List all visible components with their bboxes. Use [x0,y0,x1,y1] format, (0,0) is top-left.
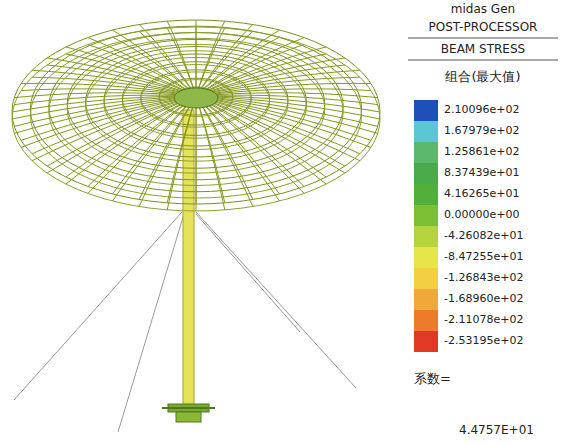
canopy-rib [47,100,187,173]
legend-value: -2.11078e+02 [444,314,523,326]
canopy-rib [205,100,345,173]
canopy-rib [196,20,197,91]
canopy-rib [112,30,191,91]
canopy-rib [207,89,371,95]
header-text: POST-PROCESSOR [429,21,538,34]
legend-swatch [414,289,438,310]
legend-swatch [414,205,438,226]
canopy-rib [201,101,280,201]
legend-value: 0.00000e+00 [444,209,519,221]
canopy-rib [14,95,185,104]
canopy-rib [198,102,225,210]
canopy-rib [32,99,186,161]
canopy-rib [199,102,252,207]
canopy-frame [12,20,380,211]
canopy-rib [12,96,185,119]
canopy-rib [47,58,187,93]
canopy-rib [196,102,197,211]
factor-text: 系数= [414,372,451,386]
legend-swatch [414,226,438,247]
canopy-rib [205,58,345,93]
header-rules [408,38,558,60]
canopy-rib [167,102,194,210]
legend-swatch [414,331,438,352]
legend-value: -2.53195e+02 [444,335,523,347]
factor-text: 4.4757E+01 [459,424,534,437]
canopy-rib [21,98,185,147]
legend-value: -4.26082e+01 [444,230,523,242]
legend-value: 1.25861e+02 [444,146,519,158]
header-text: BEAM STRESS [441,43,525,56]
cable [118,214,184,432]
legend-swatch [414,100,438,121]
cable [196,214,300,332]
canopy-rib [196,27,197,91]
canopy-rib [202,45,304,92]
legend-swatch [414,268,438,289]
base-beam [162,407,215,409]
mast-column [183,110,194,406]
legend-swatch [414,142,438,163]
canopy-rib [201,30,280,91]
canopy-rib [167,21,194,90]
base-block [176,412,201,422]
cable [14,212,182,400]
canopy-rib [207,95,378,104]
header-text: midas Gen [451,3,515,16]
legend-swatch [414,247,438,268]
legend-value: 4.16265e+01 [444,188,519,200]
canopy-rib [207,97,378,133]
rule-line [408,38,558,39]
header-text: 组合(最大值) [445,70,520,84]
canopy-rib [112,37,191,92]
legend-value: -8.47255e+01 [444,251,523,263]
canopy-rib [167,28,194,91]
legend-value: 1.67979e+02 [444,125,519,137]
rule-line [408,60,558,61]
legend-swatch [414,163,438,184]
canopy-rib [204,54,326,93]
canopy-rib [112,101,191,201]
cable [196,212,356,388]
hub-ring [174,88,218,108]
legend-value: -1.26843e+02 [444,272,523,284]
legend-value: -1.68960e+02 [444,293,523,305]
legend-swatch [414,121,438,142]
legend-value: 2.10096e+02 [444,104,519,116]
canopy-rib [32,77,186,94]
canopy-ring [12,27,380,211]
canopy-rib [139,32,192,92]
canopy-rib [206,77,360,94]
legend-swatch [414,310,438,331]
legend-value: 8.37439e+01 [444,167,519,179]
legend-swatch [414,184,438,205]
canopy-rib [14,97,185,133]
